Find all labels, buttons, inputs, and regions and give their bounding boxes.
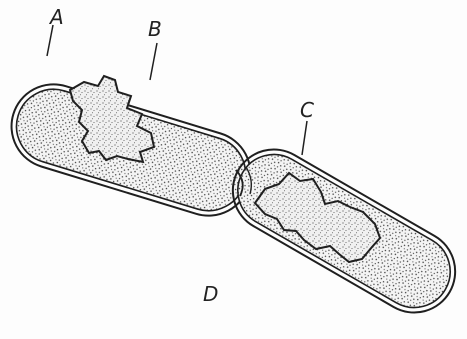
right-nucleoid: [255, 173, 380, 262]
label-a: A: [48, 5, 64, 29]
left-cell: [1, 74, 261, 226]
leader-line-c: [302, 121, 307, 155]
leader-line-b: [150, 43, 157, 80]
label-d: D: [203, 282, 218, 306]
right-cell: [218, 134, 467, 327]
label-c: C: [300, 98, 314, 122]
leader-line-a: [47, 25, 53, 56]
label-b: B: [148, 17, 162, 41]
